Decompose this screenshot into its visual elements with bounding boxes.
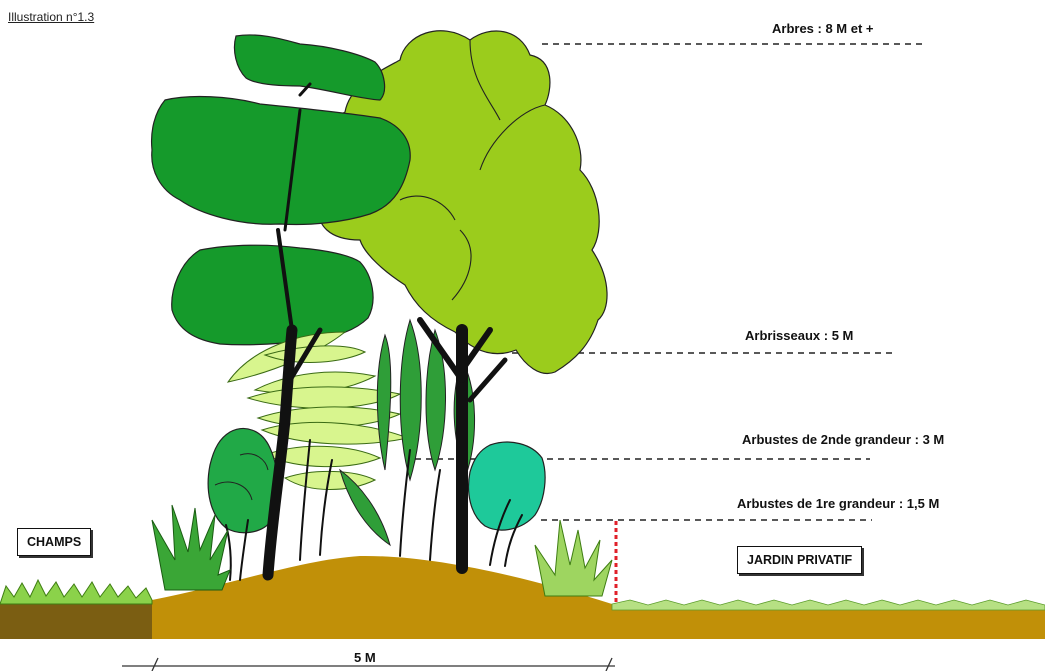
garden-grass	[612, 600, 1045, 610]
field-soil	[0, 603, 152, 639]
label-shrubs-2: Arbustes de 2nde grandeur : 3 M	[742, 432, 944, 447]
branch-3	[470, 360, 505, 400]
label-shrubs-1: Arbustes de 1re grandeur : 1,5 M	[737, 496, 939, 511]
illustration-title: Illustration n°1.3	[8, 10, 94, 24]
pine-cluster-lower	[172, 245, 373, 345]
pine-cluster-top	[234, 35, 384, 100]
garden-soil	[610, 607, 1045, 639]
ground	[0, 556, 1045, 639]
long-leaf-2	[400, 320, 421, 480]
round-shrub-right	[469, 442, 546, 530]
label-small-trees: Arbrisseaux : 5 M	[745, 328, 853, 343]
label-trees: Arbres : 8 M et +	[772, 21, 874, 36]
width-label: 5 M	[354, 650, 376, 665]
twig-4	[430, 470, 440, 560]
zone-garden-label: JARDIN PRIVATIF	[737, 546, 862, 574]
long-leaf-1	[377, 335, 390, 470]
twig-3	[400, 450, 410, 556]
spiky-plant-right	[535, 520, 612, 596]
zone-field-label: CHAMPS	[17, 528, 91, 556]
field-grass	[0, 580, 152, 604]
pine-foliage	[152, 35, 411, 345]
round-shrub-left	[208, 429, 278, 533]
